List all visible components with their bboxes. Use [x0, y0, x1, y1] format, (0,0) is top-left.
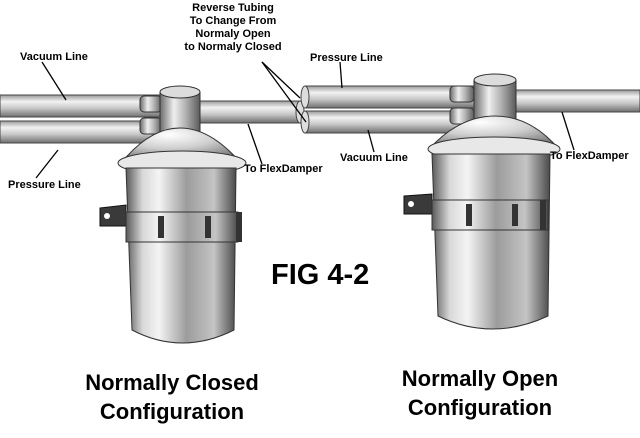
left-flexdamper-tube: [194, 100, 301, 124]
right-caption-line: Normally Open: [401, 366, 559, 391]
left-pressure-line-label: Pressure Line: [8, 179, 81, 191]
note-line: To Change From: [189, 15, 277, 27]
reverse-tubing-note: Reverse Tubing To Change From Normaly Op…: [168, 2, 298, 54]
left-valve-assembly: [0, 85, 305, 344]
right-flexdamper-tube: [509, 89, 640, 113]
note-line: Reverse Tubing: [192, 2, 274, 14]
left-caption-line: Normally Closed: [85, 370, 259, 395]
note-line: Normaly Open: [195, 28, 271, 40]
right-valve-assembly: [300, 73, 640, 330]
left-flexdamper-label: To FlexDamper: [244, 163, 323, 175]
right-vacuum-line-label: Vacuum Line: [340, 152, 408, 164]
left-mounting-band: [125, 211, 239, 243]
left-caption: Normally Closed Configuration: [52, 368, 292, 426]
left-valve-body: [125, 167, 237, 344]
right-flexdamper-label: To FlexDamper: [550, 150, 629, 162]
right-mounting-band: [431, 199, 549, 231]
right-caption-line: Configuration: [407, 395, 553, 420]
leader-lines: [35, 61, 575, 179]
right-pressure-line-label: Pressure Line: [310, 52, 383, 64]
note-line: to Normaly Closed: [184, 41, 282, 53]
left-caption-line: Configuration: [99, 399, 245, 424]
right-valve-body: [431, 153, 551, 330]
right-caption: Normally Open Configuration: [360, 364, 600, 422]
figure-number: FIG 4-2: [271, 259, 370, 291]
left-vacuum-line-label: Vacuum Line: [20, 51, 88, 63]
